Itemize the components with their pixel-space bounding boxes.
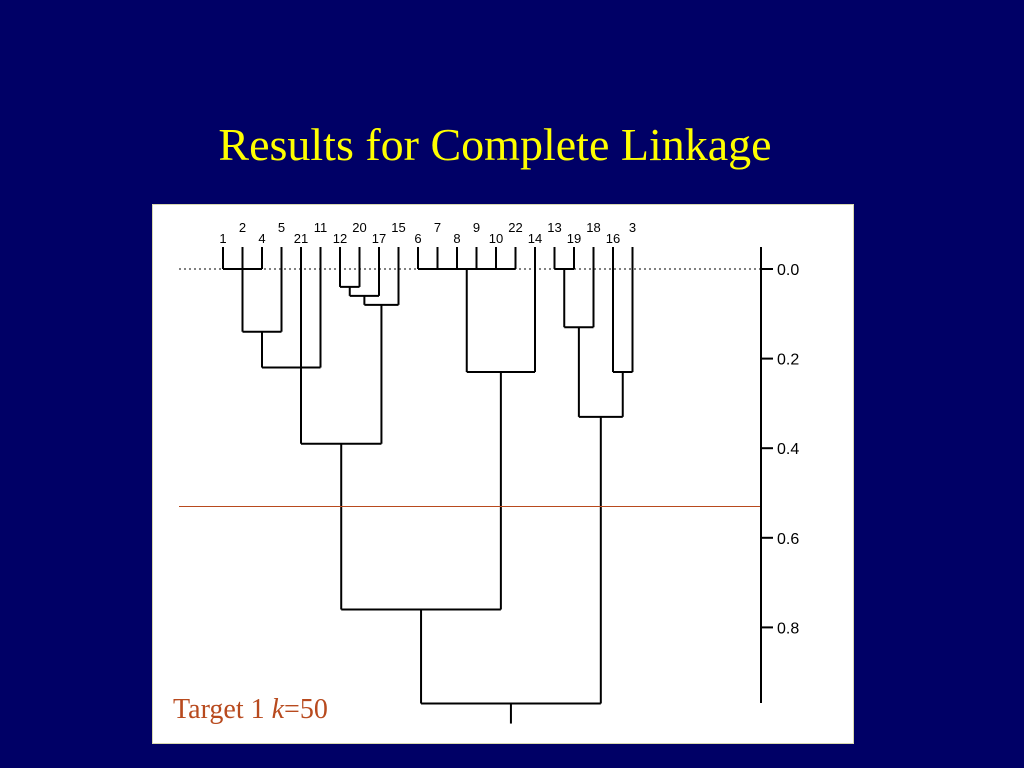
leaf-label: 8 — [453, 231, 460, 246]
dendrogram-chart: 124521111220171567891022141319181630.00.… — [179, 220, 799, 724]
leaf-label: 3 — [629, 220, 636, 235]
slide-title: Results for Complete Linkage — [218, 119, 772, 170]
leaf-label: 10 — [489, 231, 503, 246]
leaf-label: 17 — [372, 231, 386, 246]
leaf-label: 15 — [391, 220, 405, 235]
caption: Target 1 k=50 — [173, 694, 328, 726]
leaf-label: 19 — [567, 231, 581, 246]
leaf-label: 7 — [434, 220, 441, 235]
leaf-label: 18 — [586, 220, 600, 235]
leaf-label: 11 — [314, 220, 328, 235]
leaf-label: 12 — [333, 231, 347, 246]
axis-tick-label: 0.2 — [777, 352, 799, 369]
caption-suffix: =50 — [284, 694, 328, 725]
leaf-label: 20 — [352, 220, 366, 235]
leaf-label: 13 — [547, 220, 561, 235]
leaf-label: 9 — [473, 220, 480, 235]
leaf-label: 14 — [528, 231, 542, 246]
leaf-label: 22 — [508, 220, 522, 235]
axis-tick-label: 0.8 — [777, 620, 799, 637]
leaf-label: 6 — [414, 231, 421, 246]
axis-tick-label: 0.0 — [777, 262, 799, 279]
leaf-label: 4 — [258, 231, 265, 246]
leaf-label: 16 — [606, 231, 620, 246]
leaf-label: 5 — [278, 220, 285, 235]
leaf-label: 21 — [294, 231, 308, 246]
axis-tick-label: 0.6 — [777, 531, 799, 548]
leaf-label: 2 — [239, 220, 246, 235]
caption-prefix: Target 1 — [173, 694, 272, 725]
leaf-label: 1 — [219, 231, 226, 246]
caption-k: k — [271, 694, 285, 725]
axis-tick-label: 0.4 — [777, 441, 799, 458]
